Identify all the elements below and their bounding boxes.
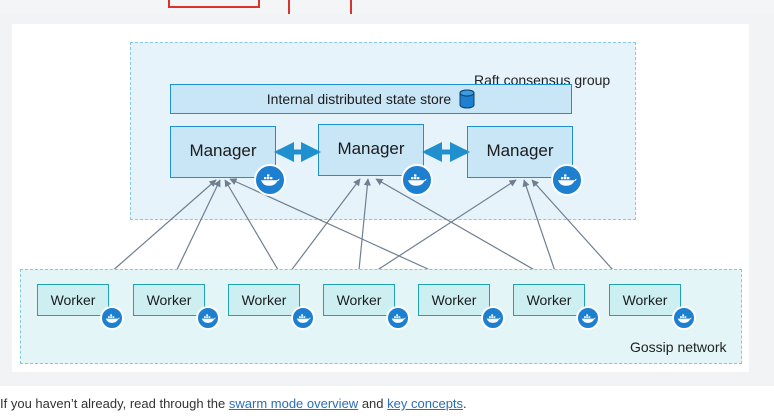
docker-whale-icon xyxy=(551,164,583,196)
worker-label: Worker xyxy=(241,292,287,308)
manager-worker-link xyxy=(283,178,361,281)
manager-worker-link xyxy=(531,179,623,281)
connection-lines xyxy=(101,142,623,281)
worker-node: Worker xyxy=(513,284,585,316)
worker-label: Worker xyxy=(146,292,192,308)
cropped-highlight-box xyxy=(168,0,260,8)
worker-label: Worker xyxy=(526,292,572,308)
worker-label: Worker xyxy=(336,292,382,308)
top-cropped-strip xyxy=(0,0,774,14)
caption-middle: and xyxy=(361,396,384,411)
caption-prefix: If you haven’t already, read through the xyxy=(0,396,226,411)
docker-whale-icon xyxy=(291,306,315,330)
docker-whale-icon xyxy=(196,306,220,330)
manager-worker-link xyxy=(171,179,221,281)
worker-label: Worker xyxy=(622,292,668,308)
swarm-mode-overview-link[interactable]: swarm mode overview xyxy=(228,396,359,411)
state-store-label: Internal distributed state store xyxy=(266,91,452,107)
swarm-architecture-diagram: Raft consensus group Internal distribute… xyxy=(12,24,749,372)
docker-whale-icon xyxy=(100,306,124,330)
manager-label: Manager xyxy=(189,141,257,160)
intro-caption: If you haven’t already, read through the… xyxy=(0,396,467,411)
worker-label: Worker xyxy=(431,292,477,308)
worker-node: Worker xyxy=(418,284,490,316)
state-store-box: Internal distributed state store xyxy=(170,84,572,114)
manager-worker-link xyxy=(355,178,371,281)
docker-whale-icon xyxy=(401,164,433,196)
worker-node: Worker xyxy=(323,284,395,316)
manager-worker-link xyxy=(361,179,517,281)
docker-whale-icon xyxy=(386,306,410,330)
docker-whale-icon xyxy=(672,306,696,330)
cropped-highlight-box xyxy=(288,0,352,14)
database-icon xyxy=(459,89,475,109)
worker-node: Worker xyxy=(133,284,205,316)
manager-worker-link xyxy=(101,179,217,281)
worker-label: Worker xyxy=(50,292,96,308)
manager-label: Manager xyxy=(486,141,554,160)
caption-suffix: . xyxy=(463,396,467,411)
gossip-network-label: Gossip network xyxy=(630,339,727,355)
diagram-frame: Raft consensus group Internal distribute… xyxy=(0,14,774,386)
docker-whale-icon xyxy=(576,306,600,330)
manager-label: Manager xyxy=(337,139,405,158)
worker-node: Worker xyxy=(609,284,681,316)
worker-node: Worker xyxy=(37,284,109,316)
manager-worker-link xyxy=(522,179,560,281)
docker-whale-icon xyxy=(481,306,505,330)
docker-whale-icon xyxy=(254,164,286,196)
worker-node: Worker xyxy=(228,284,300,316)
key-concepts-link[interactable]: key concepts xyxy=(387,396,464,411)
manager-worker-link xyxy=(375,178,553,281)
